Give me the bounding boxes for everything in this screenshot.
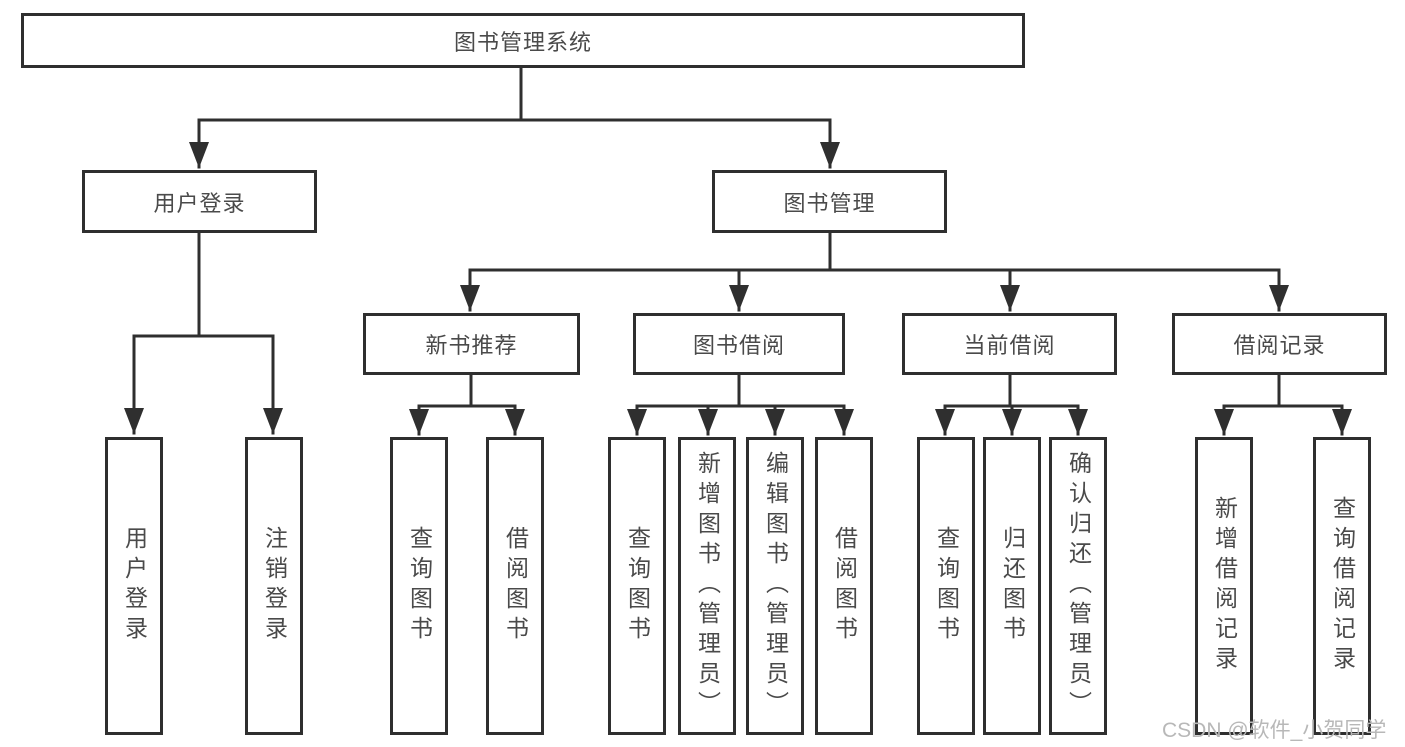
- connector-new-book-recommend-children: [409, 373, 525, 436]
- leaf-borrow-query-books-label: 查询图书: [624, 526, 651, 646]
- node-root-label: 图书管理系统: [453, 29, 592, 55]
- leaf-user-login: 用户登录: [105, 437, 163, 735]
- connector-book-management-children: [460, 231, 1289, 312]
- leaf-records-add-record-label: 新增借阅记录: [1211, 496, 1238, 676]
- node-root: 图书管理系统: [21, 13, 1025, 68]
- leaf-borrow-edit-books-admin: 编辑图书（管理员）: [746, 437, 804, 735]
- node-current-borrow-label: 当前借阅: [963, 333, 1056, 358]
- node-borrow-records-label: 借阅记录: [1233, 333, 1326, 358]
- leaf-newrec-borrow-books: 借阅图书: [486, 437, 544, 735]
- leaf-records-query-record-label: 查询借阅记录: [1329, 496, 1356, 676]
- leaf-current-return-books-label: 归还图书: [999, 526, 1026, 646]
- csdn-watermark: CSDN @软件_小贺同学: [1162, 719, 1387, 742]
- node-book-management: 图书管理: [712, 170, 947, 233]
- node-user-login: 用户登录: [82, 170, 317, 233]
- leaf-borrow-borrow-books-label: 借阅图书: [831, 526, 858, 646]
- connector-current-borrow-children: [935, 373, 1088, 436]
- connector-borrow-records-children: [1214, 373, 1352, 436]
- node-current-borrow: 当前借阅: [902, 313, 1117, 375]
- leaf-logout-label: 注销登录: [261, 526, 288, 646]
- leaf-user-login-label: 用户登录: [121, 526, 148, 646]
- leaf-logout: 注销登录: [245, 437, 303, 735]
- leaf-borrow-borrow-books: 借阅图书: [815, 437, 873, 735]
- leaf-newrec-query-books: 查询图书: [390, 437, 448, 735]
- leaf-current-return-books: 归还图书: [983, 437, 1041, 735]
- node-book-borrow: 图书借阅: [633, 313, 845, 375]
- leaf-newrec-query-books-label: 查询图书: [406, 526, 433, 646]
- node-book-borrow-label: 图书借阅: [692, 333, 785, 358]
- leaf-current-query-books: 查询图书: [917, 437, 975, 735]
- connector-user-login-children: [124, 231, 283, 435]
- leaf-borrow-add-books-admin-label: 新增图书（管理员）: [694, 451, 721, 721]
- node-new-book-recommend: 新书推荐: [363, 313, 580, 375]
- leaf-current-query-books-label: 查询图书: [933, 526, 960, 646]
- node-borrow-records: 借阅记录: [1172, 313, 1387, 375]
- leaf-newrec-borrow-books-label: 借阅图书: [502, 526, 529, 646]
- node-new-book-recommend-label: 新书推荐: [425, 333, 518, 358]
- leaf-current-confirm-return-admin-label: 确认归还（管理员）: [1065, 451, 1092, 721]
- leaf-borrow-add-books-admin: 新增图书（管理员）: [678, 437, 736, 735]
- leaf-borrow-edit-books-admin-label: 编辑图书（管理员）: [762, 451, 789, 721]
- leaf-current-confirm-return-admin: 确认归还（管理员）: [1049, 437, 1107, 735]
- leaf-records-query-record: 查询借阅记录: [1313, 437, 1371, 735]
- connector-root-to-level1: [189, 66, 840, 169]
- connector-book-borrow-children: [627, 373, 854, 436]
- node-book-management-label: 图书管理: [783, 190, 876, 216]
- node-user-login-label: 用户登录: [153, 190, 246, 216]
- leaf-borrow-query-books: 查询图书: [608, 437, 666, 735]
- leaf-records-add-record: 新增借阅记录: [1195, 437, 1253, 735]
